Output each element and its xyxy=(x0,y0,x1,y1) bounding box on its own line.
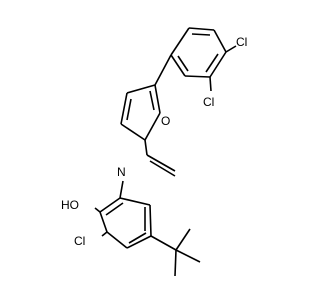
bond xyxy=(154,54,172,86)
bond xyxy=(154,84,161,114)
bond xyxy=(149,204,152,237)
bond xyxy=(101,231,108,237)
bond xyxy=(99,197,121,213)
imine-linker xyxy=(144,139,176,177)
bond xyxy=(174,249,177,277)
atom-label-n-imine: N xyxy=(117,165,126,179)
bond xyxy=(150,235,177,251)
bond xyxy=(126,98,132,121)
bond xyxy=(225,45,237,53)
bond xyxy=(126,235,152,249)
bond xyxy=(170,54,186,77)
bond xyxy=(205,53,219,73)
bond xyxy=(177,55,189,72)
bond xyxy=(126,84,156,94)
bond xyxy=(191,33,211,36)
bond xyxy=(119,180,124,199)
bond xyxy=(149,90,155,111)
bond xyxy=(188,27,215,31)
bond xyxy=(128,232,147,244)
dichlorophenyl-ring xyxy=(170,27,237,92)
atom-label-cl-phenol: Cl xyxy=(74,234,85,248)
bond xyxy=(105,202,124,216)
bond xyxy=(184,75,211,78)
bond xyxy=(106,231,128,249)
bond xyxy=(175,228,191,251)
bond xyxy=(119,197,151,206)
bond xyxy=(209,76,212,92)
bond xyxy=(146,154,176,172)
bond xyxy=(175,249,201,263)
bond xyxy=(149,160,176,177)
bond xyxy=(120,92,128,125)
furan-ring xyxy=(120,54,172,141)
bond xyxy=(213,29,227,53)
atom-label-cl-top: Cl xyxy=(236,35,247,49)
bond xyxy=(144,112,161,141)
phenol-ring xyxy=(94,180,177,251)
molecule-structure-diagram: Cl Cl O N HO Cl xyxy=(61,27,247,277)
tert-butyl-group xyxy=(174,228,201,277)
atom-label-oh: HO xyxy=(61,198,79,212)
bond xyxy=(209,51,227,78)
bond xyxy=(120,123,146,141)
bond xyxy=(99,211,108,233)
bond xyxy=(144,139,148,156)
bond xyxy=(94,207,101,213)
atom-label-o-furan: O xyxy=(161,114,170,128)
atom-label-cl-ortho: Cl xyxy=(203,95,214,109)
bond xyxy=(170,27,190,56)
